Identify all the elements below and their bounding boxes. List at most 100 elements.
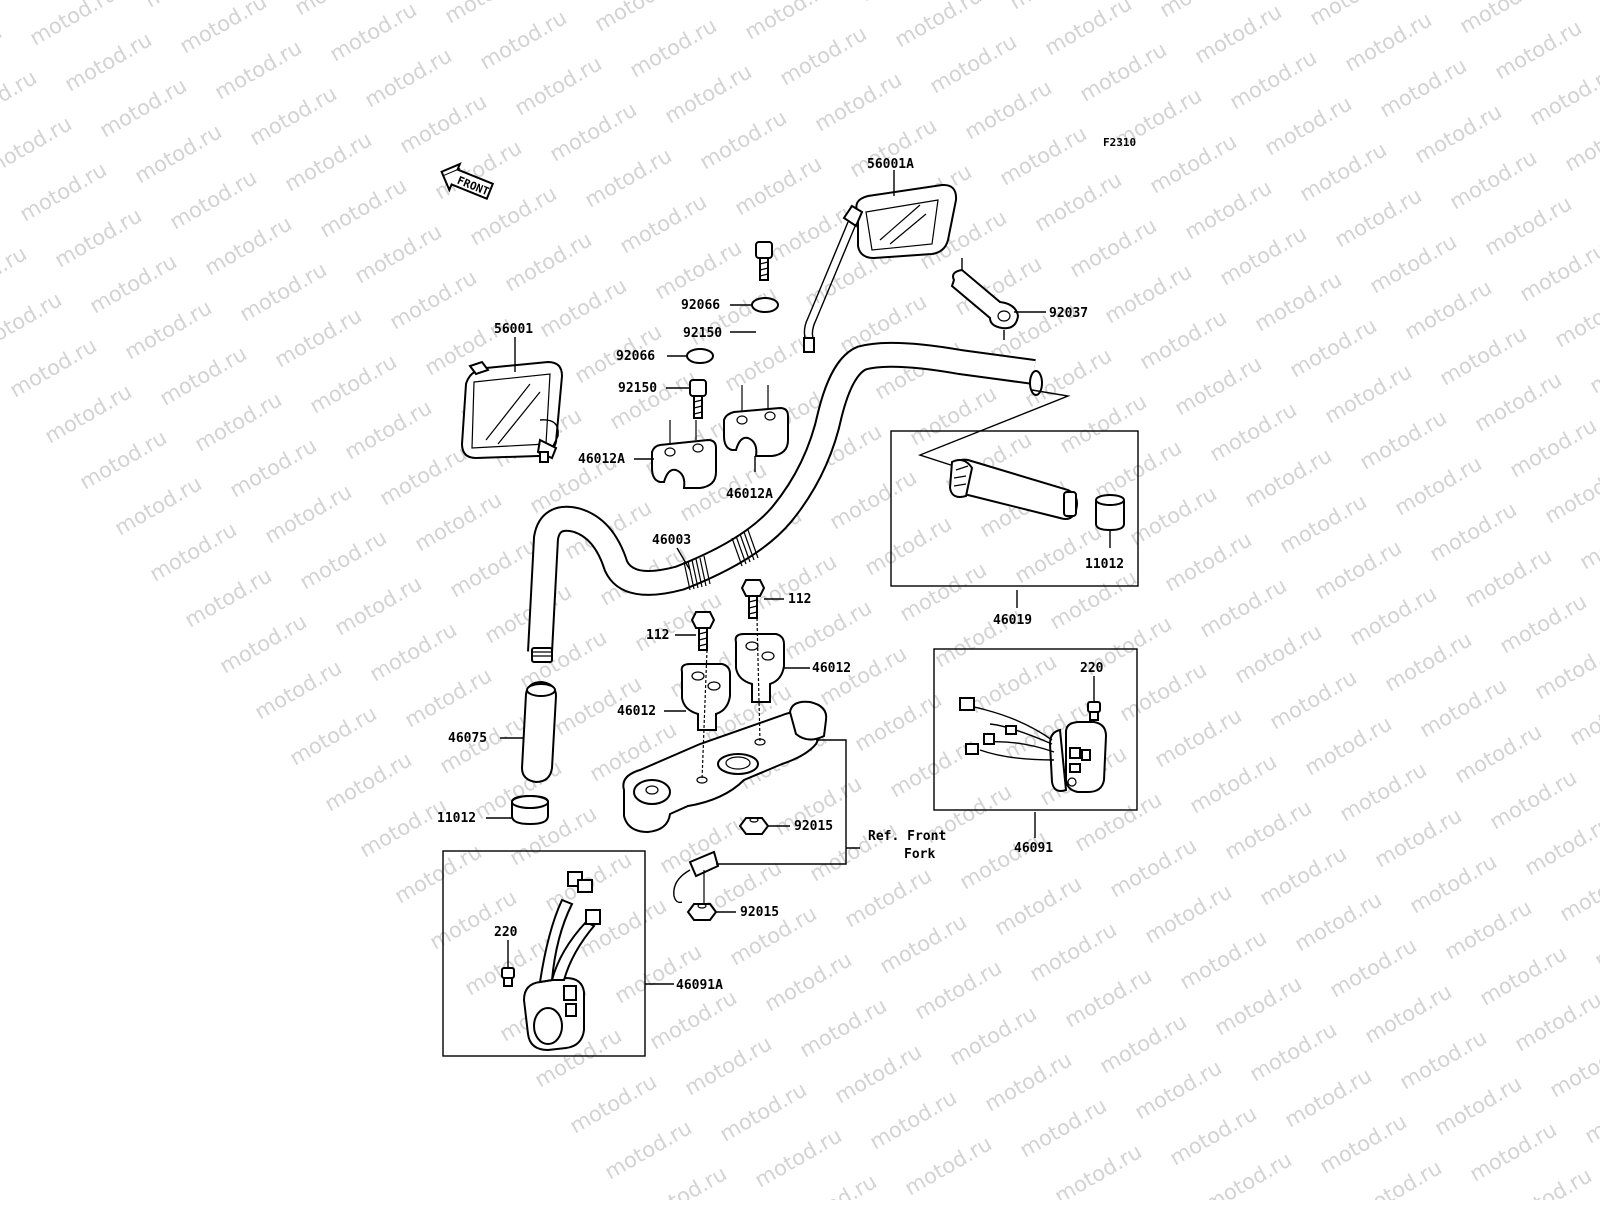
- watermark-text: motod.ru: [121, 295, 216, 364]
- watermark-text: motod.ru: [501, 227, 596, 296]
- watermark-text: motod.ru: [1251, 267, 1346, 336]
- watermark-text: motod.ru: [1356, 405, 1451, 474]
- watermark-text: motod.ru: [1451, 719, 1546, 788]
- watermark-text: motod.ru: [1046, 565, 1141, 634]
- watermark-text: motod.ru: [1261, 91, 1356, 160]
- left-switch-screw-drawing: [502, 968, 514, 986]
- watermark-text: motod.ru: [1471, 367, 1566, 436]
- watermark-text: motod.ru: [1206, 397, 1301, 466]
- watermark-text: motod.ru: [766, 197, 861, 266]
- watermark-text: motod.ru: [826, 465, 921, 534]
- part-label-right-switch-screw: 220: [1080, 661, 1104, 676]
- watermark-text: motod.ru: [16, 157, 111, 226]
- watermark-text: motod.ru: [191, 387, 286, 456]
- watermark-text: motod.ru: [601, 1115, 696, 1184]
- cap-lower-drawing: [687, 349, 713, 363]
- watermark-text: motod.ru: [1446, 145, 1541, 214]
- watermark-text: motod.ru: [76, 425, 171, 494]
- watermark-text: motod.ru: [0, 65, 41, 134]
- watermark-text: motod.ru: [1191, 0, 1286, 68]
- mirror-left-drawing: [462, 362, 562, 462]
- part-label-spanner: 92037: [1049, 306, 1088, 321]
- watermark-text: motod.ru: [1396, 1025, 1491, 1094]
- part-label-throttle-grip: 46019: [993, 613, 1032, 628]
- part-label-bolt-upper: 92150: [683, 326, 722, 341]
- watermark-text: motod.ru: [1241, 443, 1336, 512]
- watermark-text: motod.ru: [1381, 627, 1476, 696]
- clamp-right-drawing: [724, 408, 788, 456]
- watermark-text: motod.ru: [201, 211, 296, 280]
- watermark-text: motod.ru: [981, 1047, 1076, 1116]
- part-label-left-grip-cap: 11012: [437, 811, 476, 826]
- watermark-text: motod.ru: [236, 257, 331, 326]
- watermark-text: motod.ru: [326, 0, 421, 66]
- part-label-cap-upper: 92066: [681, 298, 720, 313]
- watermark-text: motod.ru: [361, 43, 456, 112]
- part-label-left-switch: 46091A: [676, 978, 723, 993]
- watermark-text: motod.ru: [1216, 221, 1311, 290]
- watermark-text: motod.ru: [0, 111, 76, 180]
- watermark-text: motod.ru: [1306, 0, 1401, 30]
- watermark-text: motod.ru: [1476, 941, 1571, 1010]
- watermark-text: motod.ru: [851, 687, 946, 756]
- watermark-text: motod.ru: [1366, 229, 1461, 298]
- watermark-text: motod.ru: [51, 203, 146, 272]
- watermark-text: motod.ru: [661, 59, 756, 128]
- watermark-text: motod.ru: [1321, 359, 1416, 428]
- watermark-text: motod.ru: [176, 0, 271, 58]
- watermark-text: motod.ru: [546, 97, 641, 166]
- watermark-text: motod.ru: [1156, 0, 1251, 22]
- watermark-text: motod.ru: [1591, 903, 1600, 972]
- watermark-text: motod.ru: [86, 249, 181, 318]
- watermark-text: motod.ru: [1096, 1009, 1191, 1078]
- watermark-text: motod.ru: [956, 825, 1051, 894]
- watermark-text: motod.ru: [1176, 925, 1271, 994]
- watermark-text: motod.ru: [291, 0, 386, 20]
- watermark-text: motod.ru: [1051, 1139, 1146, 1200]
- watermark-text: motod.ru: [41, 379, 136, 448]
- part-label-mirror-left: 56001: [494, 322, 533, 337]
- watermark-text: motod.ru: [1146, 129, 1241, 198]
- watermark-text: motod.ru: [1551, 283, 1600, 352]
- watermark-text: motod.ru: [1521, 811, 1600, 880]
- holder-bolt-left-drawing: [692, 612, 714, 650]
- watermark-text: motod.ru: [1456, 0, 1551, 38]
- watermark-text: motod.ru: [1031, 167, 1126, 236]
- watermark-text: motod.ru: [391, 839, 486, 908]
- watermark-text: motod.ru: [681, 1031, 776, 1100]
- watermark-text: motod.ru: [1341, 7, 1436, 76]
- watermark-text: motod.ru: [611, 939, 706, 1008]
- watermark-text: motod.ru: [1221, 795, 1316, 864]
- watermark-text: motod.ru: [131, 119, 226, 188]
- watermark-text: motod.ru: [1346, 581, 1441, 650]
- watermark-text: motod.ru: [1441, 895, 1536, 964]
- watermark-text: motod.ru: [901, 1131, 996, 1200]
- watermark-text: motod.ru: [716, 1077, 811, 1146]
- watermark-text: motod.ru: [1066, 213, 1161, 282]
- watermark-text: motod.ru: [166, 165, 261, 234]
- watermark-text: motod.ru: [591, 0, 686, 36]
- watermark-text: motod.ru: [411, 487, 506, 556]
- watermark-text: motod.ru: [626, 13, 721, 82]
- watermark-text: motod.ru: [296, 525, 391, 594]
- watermark-text: motod.ru: [1141, 879, 1236, 948]
- watermark-text: motod.ru: [1331, 183, 1426, 252]
- watermark-text: motod.ru: [651, 235, 746, 304]
- watermark-text: motod.ru: [796, 993, 891, 1062]
- watermark-text: motod.ru: [996, 121, 1091, 190]
- watermark-text: motod.ru: [1296, 137, 1391, 206]
- watermark-text: motod.ru: [426, 885, 521, 954]
- watermark-text: motod.ru: [811, 67, 906, 136]
- watermark-text: motod.ru: [991, 871, 1086, 940]
- watermark-text: motod.ru: [251, 655, 346, 724]
- watermark-text: motod.ru: [1116, 657, 1211, 726]
- watermark-text: motod.ru: [1136, 305, 1231, 374]
- watermark-text: motod.ru: [1201, 1147, 1296, 1200]
- watermark-text: motod.ru: [1511, 987, 1600, 1056]
- part-label-clamp-left: 46012A: [578, 452, 625, 467]
- watermark-text: motod.ru: [376, 441, 471, 510]
- watermark-text: motod.ru: [476, 5, 571, 74]
- watermark-text: motod.ru: [1576, 505, 1600, 574]
- watermark-text: motod.ru: [1596, 153, 1600, 222]
